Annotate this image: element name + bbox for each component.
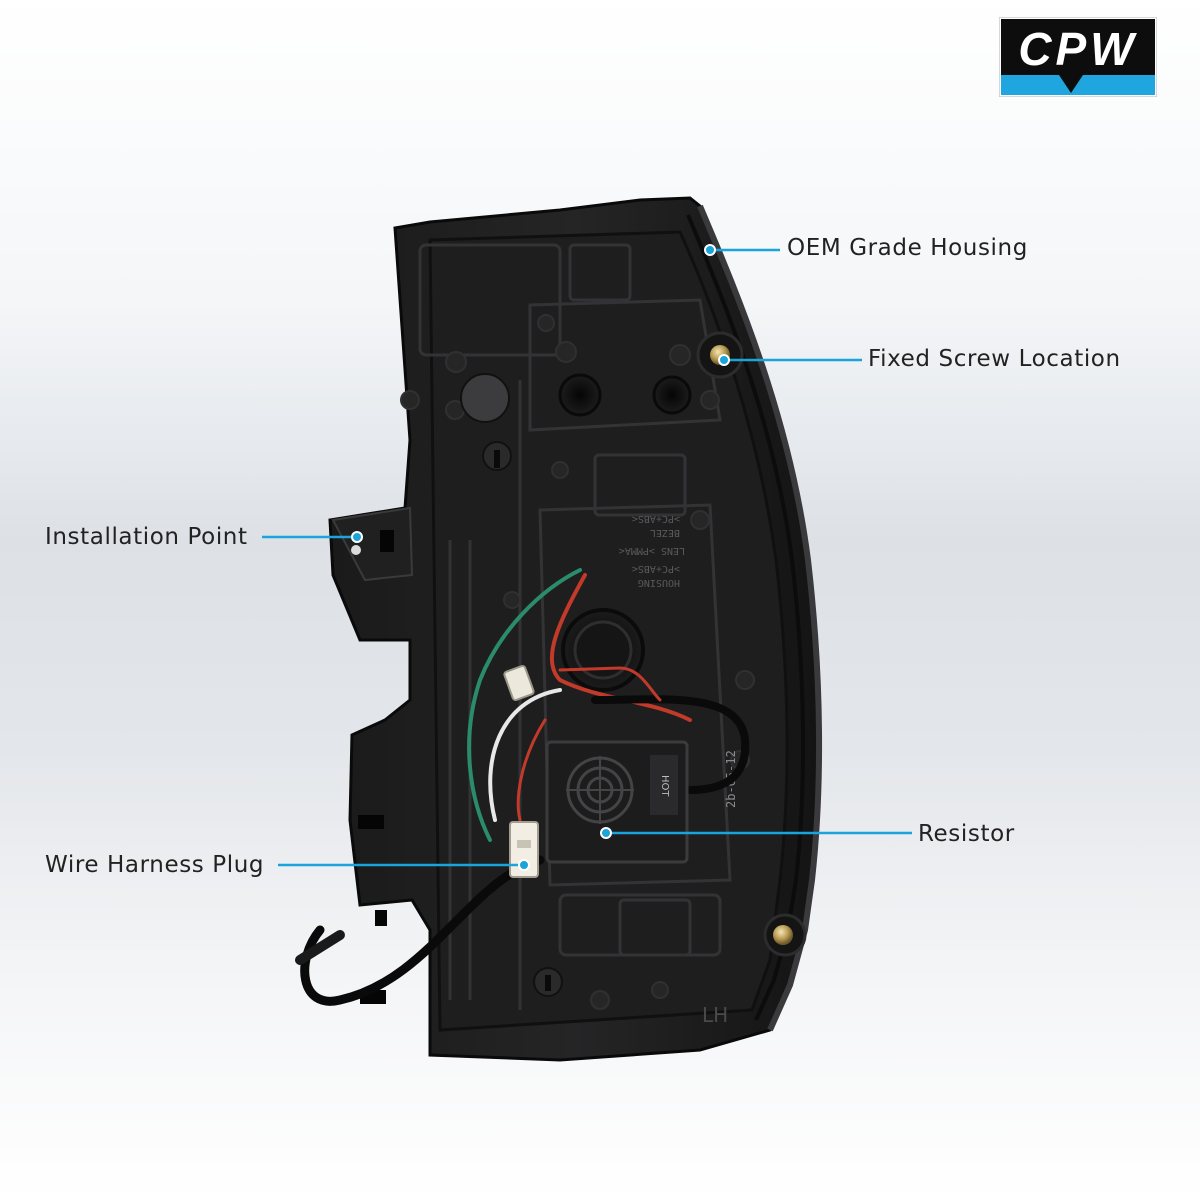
mold-text-1: HOUSING [638,577,680,588]
callout-install: Installation Point [45,524,248,550]
callout-harness: Wire Harness Plug [45,852,265,878]
mold-text-4: BEZEL [650,527,680,538]
small-connector [503,664,535,702]
screw-bottom [763,913,807,957]
mold-text-3: LENS >PMMA< [619,545,685,556]
mold-markings: HOUSING >PC+ABS< LENS >PMMA< BEZEL >PC+A… [619,513,685,588]
screw-top [696,331,744,379]
logo-text: CPW [1018,23,1137,75]
callout-screw: Fixed Screw Location [868,346,1121,372]
wiring [295,568,750,1006]
callout-resistor: Resistor [918,821,1015,847]
mold-text-2: >PC+ABS< [632,563,680,574]
mold-text-5: >PC+ABS< [632,513,680,524]
mounting-bracket [331,506,414,1004]
brand-logo: CPW [999,17,1157,97]
housing-bumps [400,314,755,1010]
callout-lines [262,244,912,871]
housing-holes [460,373,692,997]
callout-housing: OEM Grade Housing [787,235,1028,261]
resistor-block: HOT [545,740,689,864]
side-marking: LH [702,1003,728,1027]
wire-harness-plug [509,821,539,878]
hot-label: HOT [659,775,670,797]
